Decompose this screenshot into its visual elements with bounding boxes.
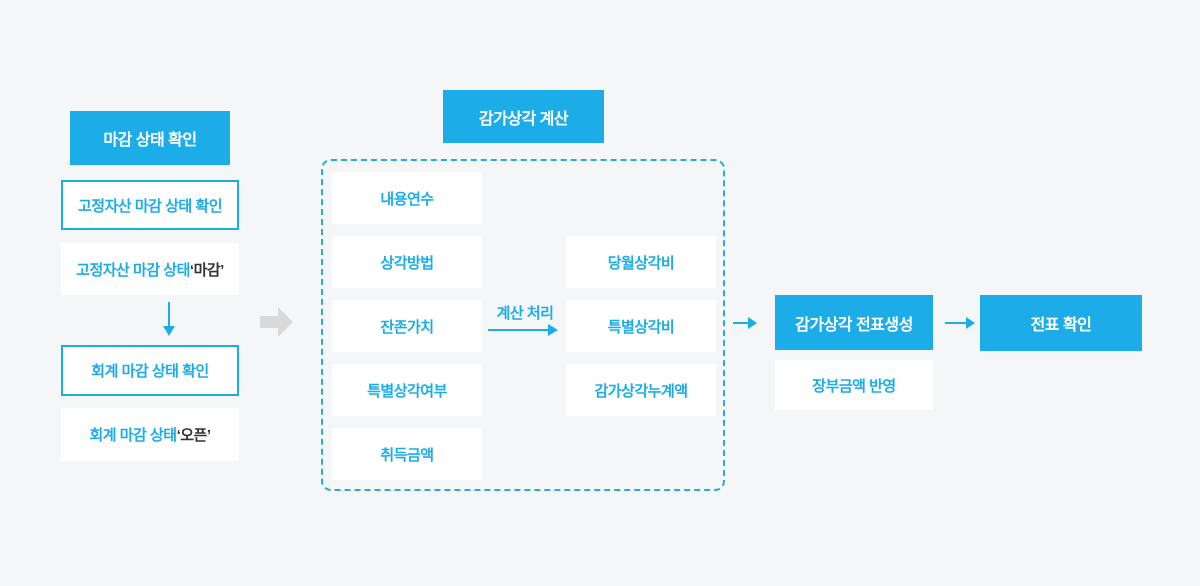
accounting-close-status-prefix: 회계 마감 상태	[89, 427, 177, 444]
voucher-create-title-box: 감가상각 전표생성	[775, 295, 933, 350]
calc-input-residual-value: 잔존가치	[332, 300, 482, 352]
calc-input-method: 상각방법	[332, 236, 482, 288]
depreciation-calc-title-box: 감가상각 계산	[443, 90, 604, 143]
process-label: 계산 처리	[496, 305, 554, 322]
block-arrow-right-icon	[260, 307, 293, 337]
fixed-asset-close-check-box: 고정자산 마감 상태 확인	[61, 180, 239, 230]
close-status-title-box: 마감 상태 확인	[70, 111, 230, 165]
calc-input-special-depreciation: 특별상각여부	[332, 364, 482, 416]
calc-boundary-dashed-box	[321, 159, 725, 491]
accounting-close-status-box: 회계 마감 상태 ‘오픈’	[61, 408, 239, 461]
accounting-close-status-value: ‘오픈’	[176, 427, 211, 444]
process-arrow-right-icon	[488, 324, 558, 336]
book-value-note-box: 장부금액 반영	[775, 360, 933, 410]
calc-input-useful-life: 내용연수	[332, 172, 482, 224]
fixed-asset-close-status-prefix: 고정자산 마감 상태	[76, 261, 190, 279]
calc-input-acquisition-amount: 취득금액	[332, 428, 482, 480]
arrow-right-icon	[733, 317, 757, 329]
arrow-down-icon	[163, 302, 175, 336]
calc-output-accumulated-depreciation: 감가상각누계액	[566, 364, 716, 416]
arrow-right-icon-2	[945, 317, 975, 329]
voucher-check-box: 전표 확인	[980, 295, 1142, 351]
fixed-asset-close-status-box: 고정자산 마감 상태 ‘마감’	[61, 243, 239, 295]
fixed-asset-close-status-value: ‘마감’	[189, 261, 224, 279]
calc-output-special-depreciation: 특별상각비	[566, 300, 716, 352]
accounting-close-check-box: 회계 마감 상태 확인	[61, 345, 239, 396]
calc-output-monthly-depreciation: 당월상각비	[566, 236, 716, 288]
